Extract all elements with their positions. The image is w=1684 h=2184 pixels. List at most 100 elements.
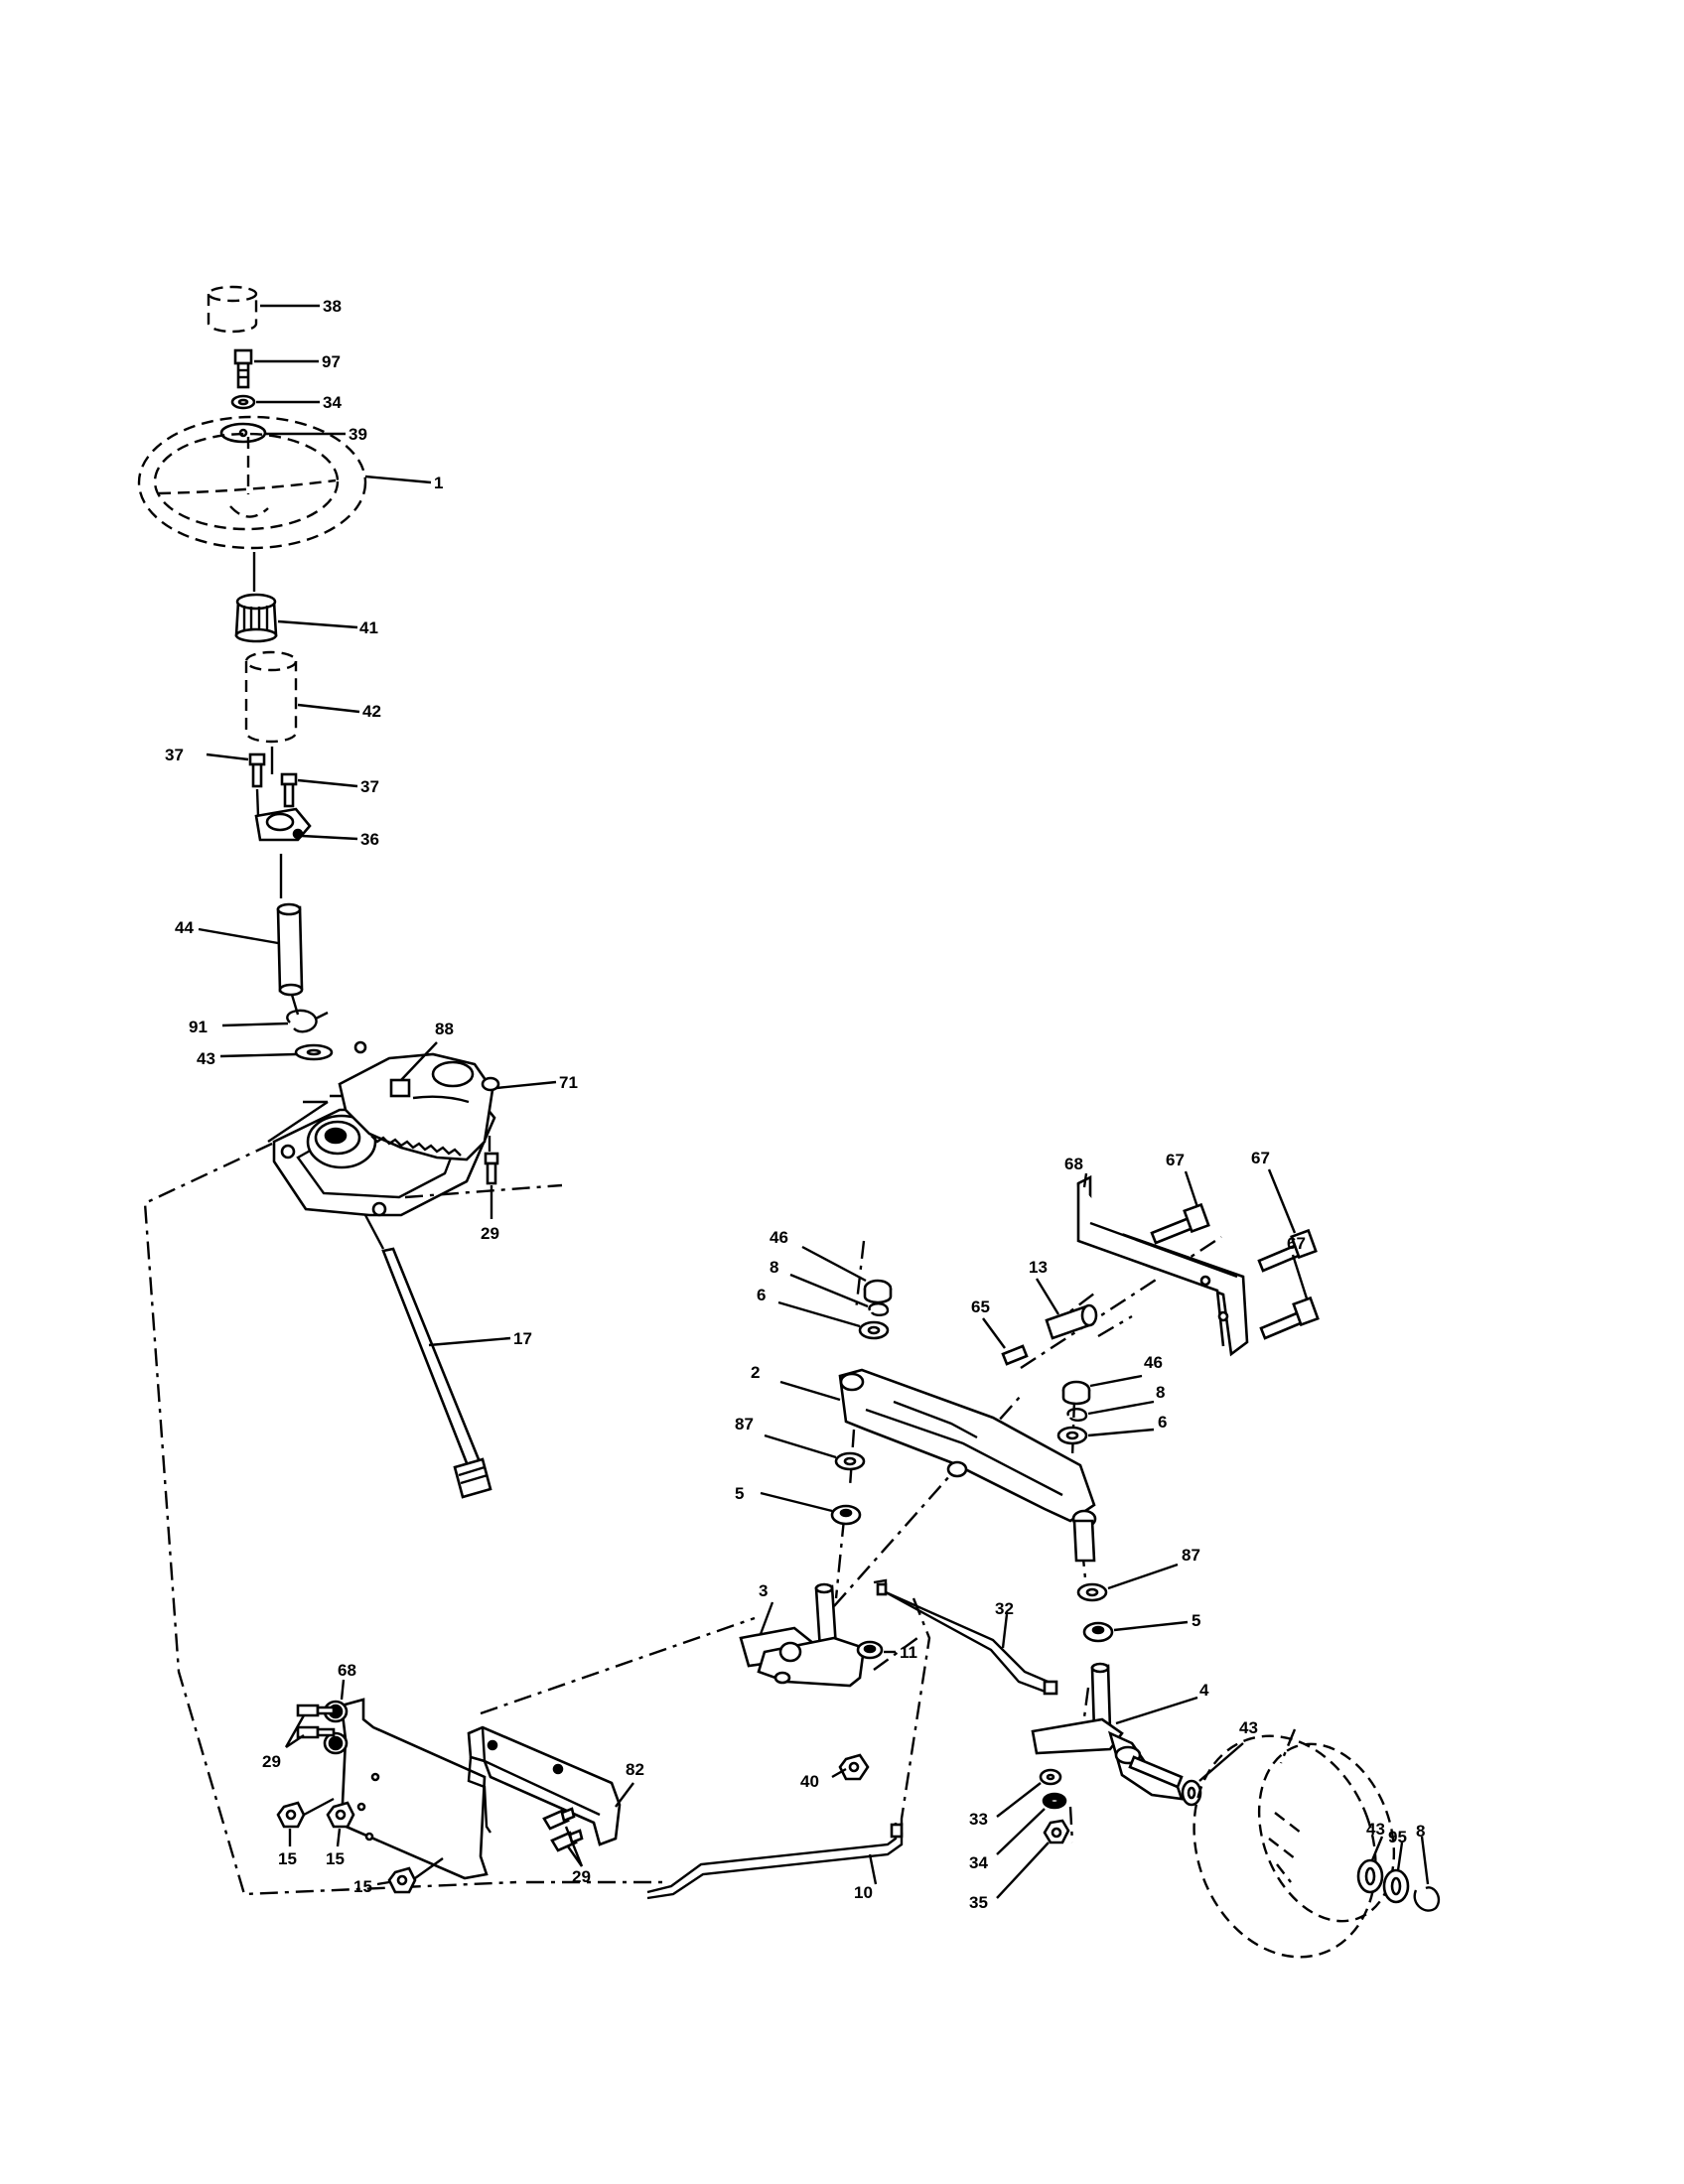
- callout-42: 42: [362, 702, 381, 721]
- callout-88: 88: [435, 1020, 454, 1038]
- part-bolt-97: [233, 348, 319, 389]
- callout-37a: 37: [165, 746, 184, 764]
- part-wheel: [1193, 1734, 1396, 1959]
- part-steering-wheel-1: [137, 415, 432, 550]
- callout-6b: 6: [1158, 1413, 1167, 1432]
- part-nut-40: [831, 1753, 870, 1781]
- part-cap-46-right: [1061, 1374, 1143, 1406]
- callout-41: 41: [359, 618, 378, 637]
- callout-87a: 87: [735, 1415, 754, 1433]
- callout-34b: 34: [969, 1853, 988, 1872]
- callout-29b: 29: [262, 1752, 281, 1771]
- part-washer-43-upper: [219, 1043, 334, 1061]
- callout-13: 13: [1029, 1258, 1048, 1277]
- callout-67a: 67: [1166, 1151, 1185, 1169]
- part-ring-8-left: [789, 1273, 890, 1316]
- callout-15c: 15: [353, 1877, 372, 1896]
- part-cap-46-left: [801, 1245, 893, 1304]
- callout-95: 95: [1388, 1828, 1407, 1846]
- callout-8b: 8: [1156, 1383, 1165, 1402]
- part-nut-15-a: [276, 1797, 335, 1846]
- callout-11: 11: [900, 1643, 917, 1662]
- callout-68b: 68: [338, 1661, 356, 1680]
- part-bracket-68-lower: [323, 1679, 489, 1880]
- part-pin-65: [982, 1317, 1029, 1366]
- callout-33: 33: [969, 1810, 988, 1829]
- callout-35: 35: [969, 1893, 988, 1912]
- part-washer-33: [996, 1768, 1062, 1818]
- callout-5a: 5: [735, 1484, 744, 1503]
- callout-10: 10: [854, 1883, 873, 1902]
- callout-29c: 29: [572, 1867, 591, 1886]
- part-bolt-67-a: [1150, 1170, 1210, 1245]
- assembly-line-pin-b: [1097, 1314, 1133, 1338]
- column-axis-line: [363, 1214, 385, 1250]
- part-screw-29-right-a: [542, 1807, 576, 1831]
- callout-44: 44: [175, 918, 194, 937]
- part-front-axle-2: [779, 1368, 1097, 1563]
- callout-32: 32: [995, 1599, 1014, 1618]
- callout-4: 4: [1199, 1681, 1209, 1700]
- part-nut-88: [389, 1041, 438, 1098]
- callout-40: 40: [800, 1772, 819, 1791]
- callout-34a: 34: [323, 393, 342, 412]
- part-washer-95: [1382, 1842, 1410, 1904]
- callout-6a: 6: [757, 1286, 766, 1304]
- assembly-line-tie: [900, 1597, 931, 1843]
- part-nut-15-b: [326, 1801, 355, 1847]
- callout-43a: 43: [197, 1049, 215, 1068]
- part-nut-35: [996, 1819, 1070, 1899]
- callout-91: 91: [189, 1018, 208, 1036]
- callout-36: 36: [360, 830, 379, 849]
- part-screw-29-left-b: [284, 1714, 336, 1748]
- part-bearing-87-left: [764, 1433, 866, 1471]
- callout-15b: 15: [326, 1849, 345, 1868]
- part-bolt-67-c: [1259, 1254, 1320, 1340]
- callout-67c: 67: [1287, 1234, 1306, 1253]
- callout-82: 82: [626, 1760, 644, 1779]
- part-nut-15-c: [376, 1857, 444, 1894]
- part-washer-43-spindle: [1181, 1742, 1244, 1807]
- callout-97: 97: [322, 352, 341, 371]
- part-drag-link-10: [646, 1823, 904, 1900]
- part-bushing-5-left: [760, 1491, 862, 1526]
- callout-37b: 37: [360, 777, 379, 796]
- callout-68a: 68: [1064, 1155, 1083, 1173]
- callout-39: 39: [349, 425, 367, 444]
- callout-43c: 43: [1366, 1820, 1385, 1839]
- part-bushing-5-right: [1082, 1620, 1189, 1643]
- part-screw-29-right-b: [550, 1826, 584, 1867]
- part-sleeve-42: [244, 650, 360, 744]
- part-clip-8-wheel: [1413, 1836, 1441, 1912]
- assembly-line-mid: [480, 1616, 756, 1715]
- callout-46b: 46: [1144, 1353, 1163, 1372]
- assembly-line-tie-b: [873, 1637, 918, 1671]
- part-washer-43-wheel: [1356, 1836, 1384, 1894]
- part-bushing-11: [856, 1640, 896, 1660]
- callout-17: 17: [513, 1329, 532, 1348]
- part-bracket-82: [467, 1725, 634, 1846]
- part-cap-38: [207, 285, 320, 334]
- part-tie-rod-32: [873, 1578, 1058, 1696]
- part-screw-29-left-a: [296, 1704, 336, 1717]
- part-washer-6-left: [777, 1300, 890, 1340]
- part-bearing-87-right: [1076, 1563, 1179, 1602]
- callout-5b: 5: [1192, 1611, 1200, 1630]
- part-bolt-29-gear: [484, 1136, 499, 1219]
- callout-8c: 8: [1416, 1822, 1425, 1841]
- part-washer-34-top: [230, 394, 320, 410]
- assembly-line-gear: [404, 1183, 563, 1199]
- callout-67b: 67: [1251, 1149, 1270, 1167]
- part-bolt-37-right: [280, 772, 358, 808]
- callout-71: 71: [559, 1073, 578, 1092]
- part-bearing-flange-36: [254, 807, 358, 842]
- part-sector-gear-71: [338, 1040, 557, 1161]
- callout-29a: 29: [481, 1224, 499, 1243]
- callout-38: 38: [323, 297, 342, 316]
- assembly-line-left: [143, 1142, 517, 1896]
- part-bolt-37-left: [206, 752, 266, 817]
- part-adapter-41: [234, 593, 358, 643]
- part-ring-8-right: [1066, 1400, 1155, 1422]
